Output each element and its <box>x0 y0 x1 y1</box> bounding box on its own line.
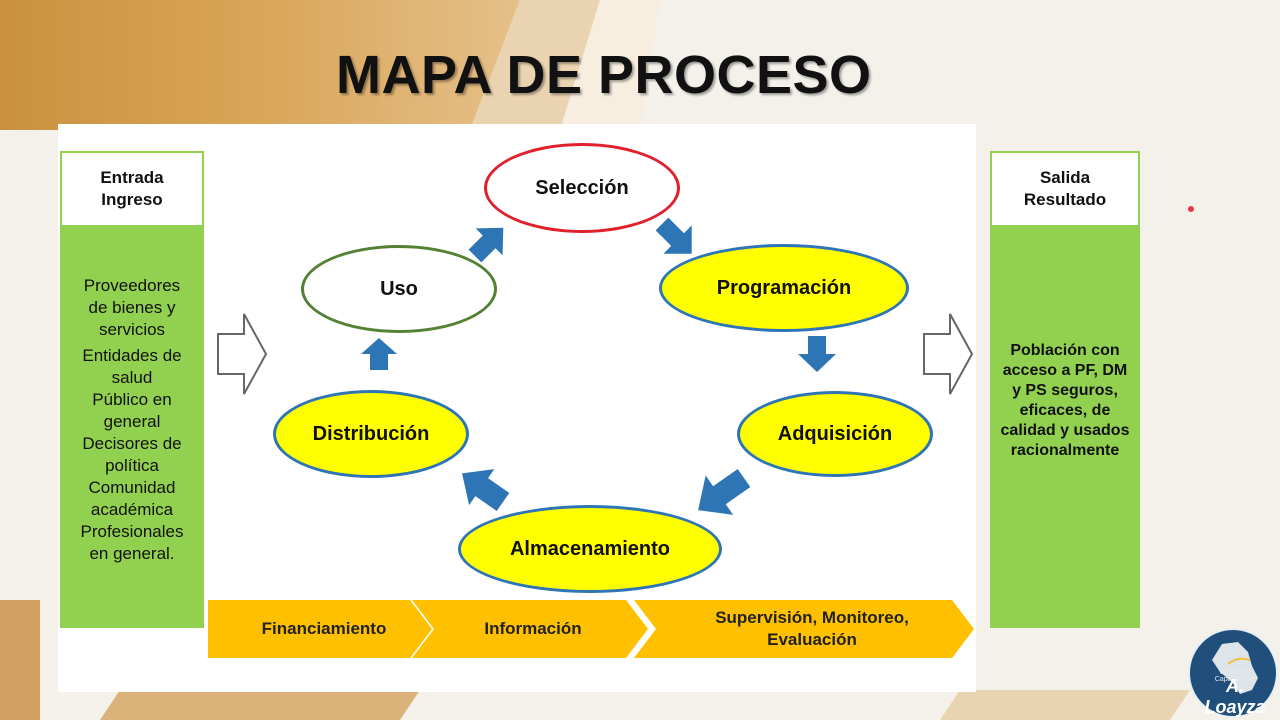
node-distribucion-label: Distribución <box>312 422 430 445</box>
input-body: Proveedores de bienes y servicios Entida… <box>60 227 204 628</box>
node-programacion: Programación <box>659 244 909 332</box>
input-item-entities: Entidades de salud Público en general De… <box>80 346 184 563</box>
logo <box>1188 628 1278 718</box>
node-almacenamiento-label: Almacenamiento <box>509 537 671 560</box>
node-adquisicion: Adquisición <box>737 391 933 477</box>
node-programacion-label: Programación <box>716 276 852 299</box>
page-title: MAPA DE PROCESO <box>336 45 872 105</box>
node-uso: Uso <box>301 245 497 333</box>
output-text: Población con acceso a PF, DM y PS segur… <box>1000 342 1130 459</box>
logo-name: A. Loayza <box>1204 676 1266 717</box>
node-uso-label: Uso <box>380 277 418 300</box>
right-hollow-arrow-icon <box>923 313 974 395</box>
peru-map-icon <box>1212 642 1258 694</box>
chevron-informacion <box>412 600 648 658</box>
support-informacion: Información <box>484 619 582 638</box>
chevron-supervision <box>634 600 974 658</box>
right-hollow-arrow-icon <box>217 313 268 395</box>
input-item-providers: Proveedores de bienes y servicios <box>83 276 181 339</box>
output-header: Salida Resultado <box>990 151 1140 227</box>
node-seleccion-label: Selección <box>535 176 629 199</box>
node-almacenamiento: Almacenamiento <box>458 505 722 593</box>
node-distribucion: Distribución <box>273 390 469 478</box>
node-seleccion: Selección <box>484 143 680 233</box>
logo-subtitle: Centro de Capacitación <box>1214 669 1256 683</box>
support-supervision: Supervisión, Monitoreo, Evaluación <box>715 608 909 649</box>
chevron-financiamiento <box>208 600 432 658</box>
output-body: Población con acceso a PF, DM y PS segur… <box>990 227 1140 628</box>
support-financiamiento: Financiamiento <box>261 619 387 638</box>
node-adquisicion-label: Adquisición <box>777 422 893 445</box>
input-header: Entrada Ingreso <box>60 151 204 227</box>
